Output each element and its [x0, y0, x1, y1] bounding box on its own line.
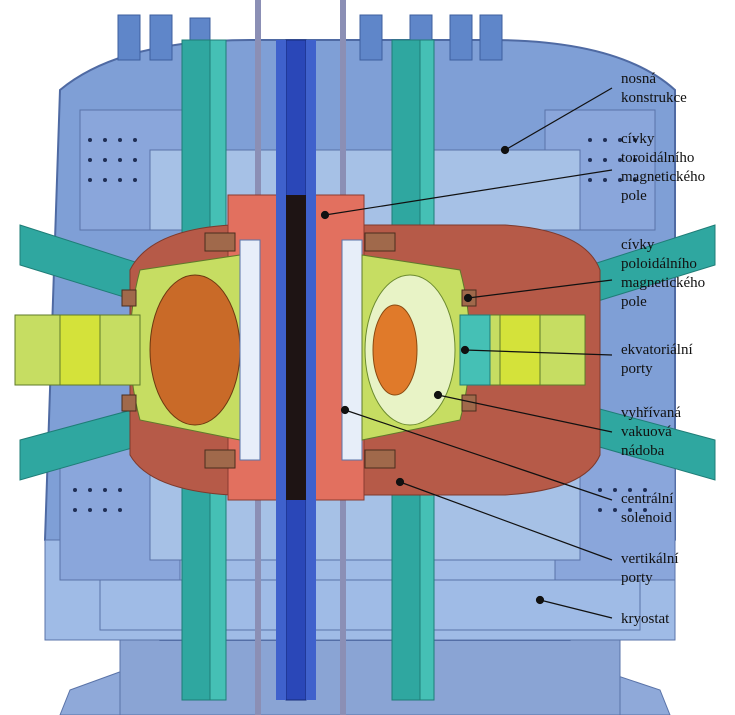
vacuum-vessel-right	[341, 239, 471, 461]
label-civky-toroidalniho: cívky toroidálního magnetického pole	[621, 131, 706, 204]
label-centralni-solenoid: centrální solenoid	[621, 491, 674, 526]
label-ekvatorialni-porty: ekvatoriální porty	[621, 342, 693, 377]
poloidal-coils	[121, 232, 477, 469]
vacuum-vessel-left	[129, 239, 261, 461]
label-civky-poloidalniho: cívky poloidálního magnetického pole	[621, 237, 706, 310]
label-vakuova-nadoba: vyhřívaná vakuová nádoba	[621, 405, 681, 459]
base-legs	[59, 639, 671, 715]
top-pipes	[117, 14, 503, 61]
label-nosna-konstrukce: nosná konstrukce	[621, 71, 687, 106]
label-vertikalni-porty: vertikální porty	[621, 551, 679, 586]
label-kryostat: kryostat	[621, 611, 670, 627]
bolt-patterns	[73, 138, 647, 512]
leader-lines	[320, 87, 613, 619]
